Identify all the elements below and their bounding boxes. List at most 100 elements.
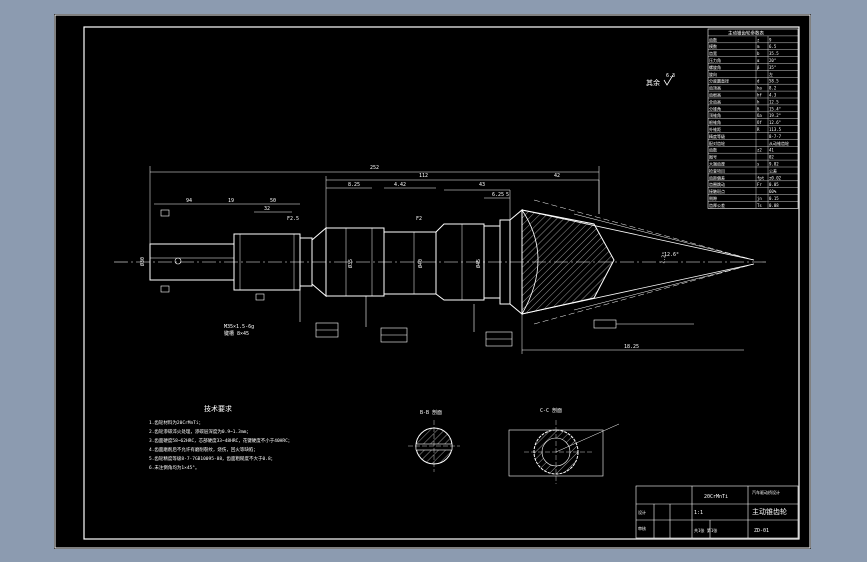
- param-symbol: h: [757, 99, 760, 104]
- svg-text:M35×1.5-6g: M35×1.5-6g: [224, 324, 254, 330]
- svg-text:1.2°: 1.2°: [660, 251, 668, 264]
- svg-text:设计: 设计: [638, 509, 646, 515]
- param-symbol: s: [757, 162, 760, 167]
- svg-text:1.齿轮材料为20CrMnTi；: 1.齿轮材料为20CrMnTi；: [149, 419, 203, 426]
- title-block-text: 20CrMnTi 汽车驱动桥设计 主动锥齿轮 ZD-01 1:1 共1张 第1张…: [638, 489, 787, 534]
- svg-text:3.齿面硬度58~62HRC，芯部硬度33~48HRC，花键: 3.齿面硬度58~62HRC，芯部硬度33~48HRC，花键硬度不小于40HRC…: [149, 437, 292, 444]
- param-symbol: jn: [757, 196, 762, 201]
- param-symbol: Fr: [757, 182, 762, 187]
- param-name: 大端齿厚: [709, 161, 725, 167]
- param-value: 15.4°: [769, 106, 781, 111]
- param-name: 侧隙: [709, 195, 717, 201]
- tech-requirements: 技术要求 1.齿轮材料为20CrMnTi； 2.齿轮渗碳淬火处理，渗碳层深度为0…: [149, 404, 292, 471]
- section-c: C-C 剖面: [508, 407, 620, 484]
- param-symbol: hf: [757, 93, 762, 98]
- param-name: 齿数: [709, 147, 717, 153]
- shaft-profile: [149, 208, 523, 316]
- param-name: 旋向: [709, 71, 717, 77]
- param-value: ±0.02: [769, 175, 782, 180]
- param-name: 齿顶高: [709, 85, 721, 91]
- svg-text:112: 112: [419, 173, 428, 179]
- svg-text:2.齿轮渗碳淬火处理，渗碳层深度为0.9~1.3mm；: 2.齿轮渗碳淬火处理，渗碳层深度为0.9~1.3mm；: [149, 428, 251, 435]
- param-value: 8.2: [769, 86, 777, 91]
- param-symbol: fpt: [757, 175, 765, 180]
- param-symbol: b: [757, 51, 760, 56]
- param-name: 分锥角: [709, 105, 721, 111]
- svg-text:20CrMnTi: 20CrMnTi: [704, 494, 728, 500]
- svg-text:6.25: 6.25: [492, 192, 504, 198]
- svg-text:审核: 审核: [638, 525, 646, 531]
- svg-text:18.25: 18.25: [624, 344, 639, 350]
- svg-text:ZD-01: ZD-01: [754, 528, 769, 534]
- drawing-sheet: 其余 6.3: [54, 14, 811, 549]
- param-name: 配对齿轮: [709, 140, 725, 146]
- param-value: 0.15: [769, 196, 779, 201]
- param-name: 接触斑点: [709, 188, 725, 194]
- svg-text:1:1: 1:1: [694, 510, 703, 516]
- cad-drawing: 其余 6.3: [54, 14, 811, 549]
- svg-text:6.3: 6.3: [666, 73, 675, 79]
- dimension-lines: [149, 166, 744, 354]
- svg-text:汽车驱动桥设计: 汽车驱动桥设计: [752, 489, 780, 495]
- svg-text:4.42: 4.42: [394, 182, 406, 188]
- svg-text:12.6°: 12.6°: [664, 252, 679, 258]
- param-symbol: m: [757, 44, 760, 49]
- param-name: 检查项目: [709, 167, 725, 173]
- svg-text:其余: 其余: [646, 78, 660, 87]
- section-markers: [160, 209, 265, 301]
- param-table-title: 主动锥齿轮参数表: [728, 29, 764, 36]
- svg-text:主动锥齿轮: 主动锥齿轮: [752, 507, 787, 516]
- param-value: 从动锥齿轮: [769, 140, 789, 146]
- param-value: 4.3: [769, 93, 777, 98]
- param-value: 58.5: [769, 79, 779, 84]
- svg-text:19: 19: [228, 198, 234, 204]
- param-name: 螺旋角: [709, 64, 721, 70]
- param-name: 顶锥角: [709, 112, 721, 118]
- param-symbol: α: [757, 58, 760, 63]
- param-symbol: δa: [757, 113, 762, 118]
- param-value: 公差: [769, 167, 777, 173]
- param-name: 精度等级: [709, 133, 725, 139]
- svg-text:Ø30: Ø30: [139, 257, 146, 266]
- param-value: 19.2°: [769, 113, 781, 118]
- svg-text:Ø45: Ø45: [475, 259, 482, 268]
- param-name: 分度圆直径: [709, 78, 729, 84]
- param-name: 压力角: [709, 57, 721, 63]
- param-value: 12.6°: [769, 120, 781, 125]
- svg-text:4.齿面磨削后不允许有磨削裂纹，烧伤，回火等缺陷；: 4.齿面磨削后不允许有磨削裂纹，烧伤，回火等缺陷；: [149, 446, 258, 453]
- param-value: 35.5: [769, 51, 779, 56]
- svg-text:252: 252: [370, 165, 379, 171]
- tolerance-frames: [299, 284, 694, 347]
- dimension-texts: 252 112 42 94 19 50 32 8.25 4.42 43 6.25…: [139, 165, 679, 350]
- outer-frame: [54, 14, 811, 549]
- svg-text:F2: F2: [416, 216, 422, 222]
- svg-text:键槽 8×45: 键槽 8×45: [224, 330, 249, 337]
- title-block: [635, 485, 799, 539]
- param-symbol: z: [757, 37, 760, 42]
- gear-section: [521, 199, 755, 325]
- param-name: 齿数: [709, 36, 717, 42]
- svg-text:5.齿轮精度等级8-7-7GB10095-88，齿面粗糙度不: 5.齿轮精度等级8-7-7GB10095-88，齿面粗糙度不大于0.8；: [149, 455, 275, 462]
- param-symbol: Ts: [757, 203, 762, 208]
- param-value: 0.05: [769, 182, 779, 187]
- svg-text:Ø40: Ø40: [417, 259, 424, 268]
- svg-text:50: 50: [270, 198, 276, 204]
- inner-frame: [83, 26, 800, 540]
- svg-text:F2.5: F2.5: [287, 216, 299, 222]
- param-symbol: δ: [757, 106, 760, 111]
- param-value: 35°: [769, 65, 776, 70]
- param-name: 全齿高: [709, 98, 721, 104]
- param-name: 齿宽: [709, 50, 717, 56]
- param-value: 60%: [769, 189, 777, 194]
- param-value: 02: [769, 155, 774, 160]
- param-value: 左: [769, 71, 773, 77]
- svg-text:8.25: 8.25: [348, 182, 360, 188]
- param-symbol: β: [757, 65, 760, 70]
- svg-text:43: 43: [479, 182, 485, 188]
- param-value: 41: [769, 148, 774, 153]
- svg-text:Ø35: Ø35: [347, 259, 354, 268]
- svg-text:技术要求: 技术要求: [204, 404, 232, 413]
- param-name: 齿距偏差: [709, 174, 725, 180]
- param-value: 6.5: [769, 44, 777, 49]
